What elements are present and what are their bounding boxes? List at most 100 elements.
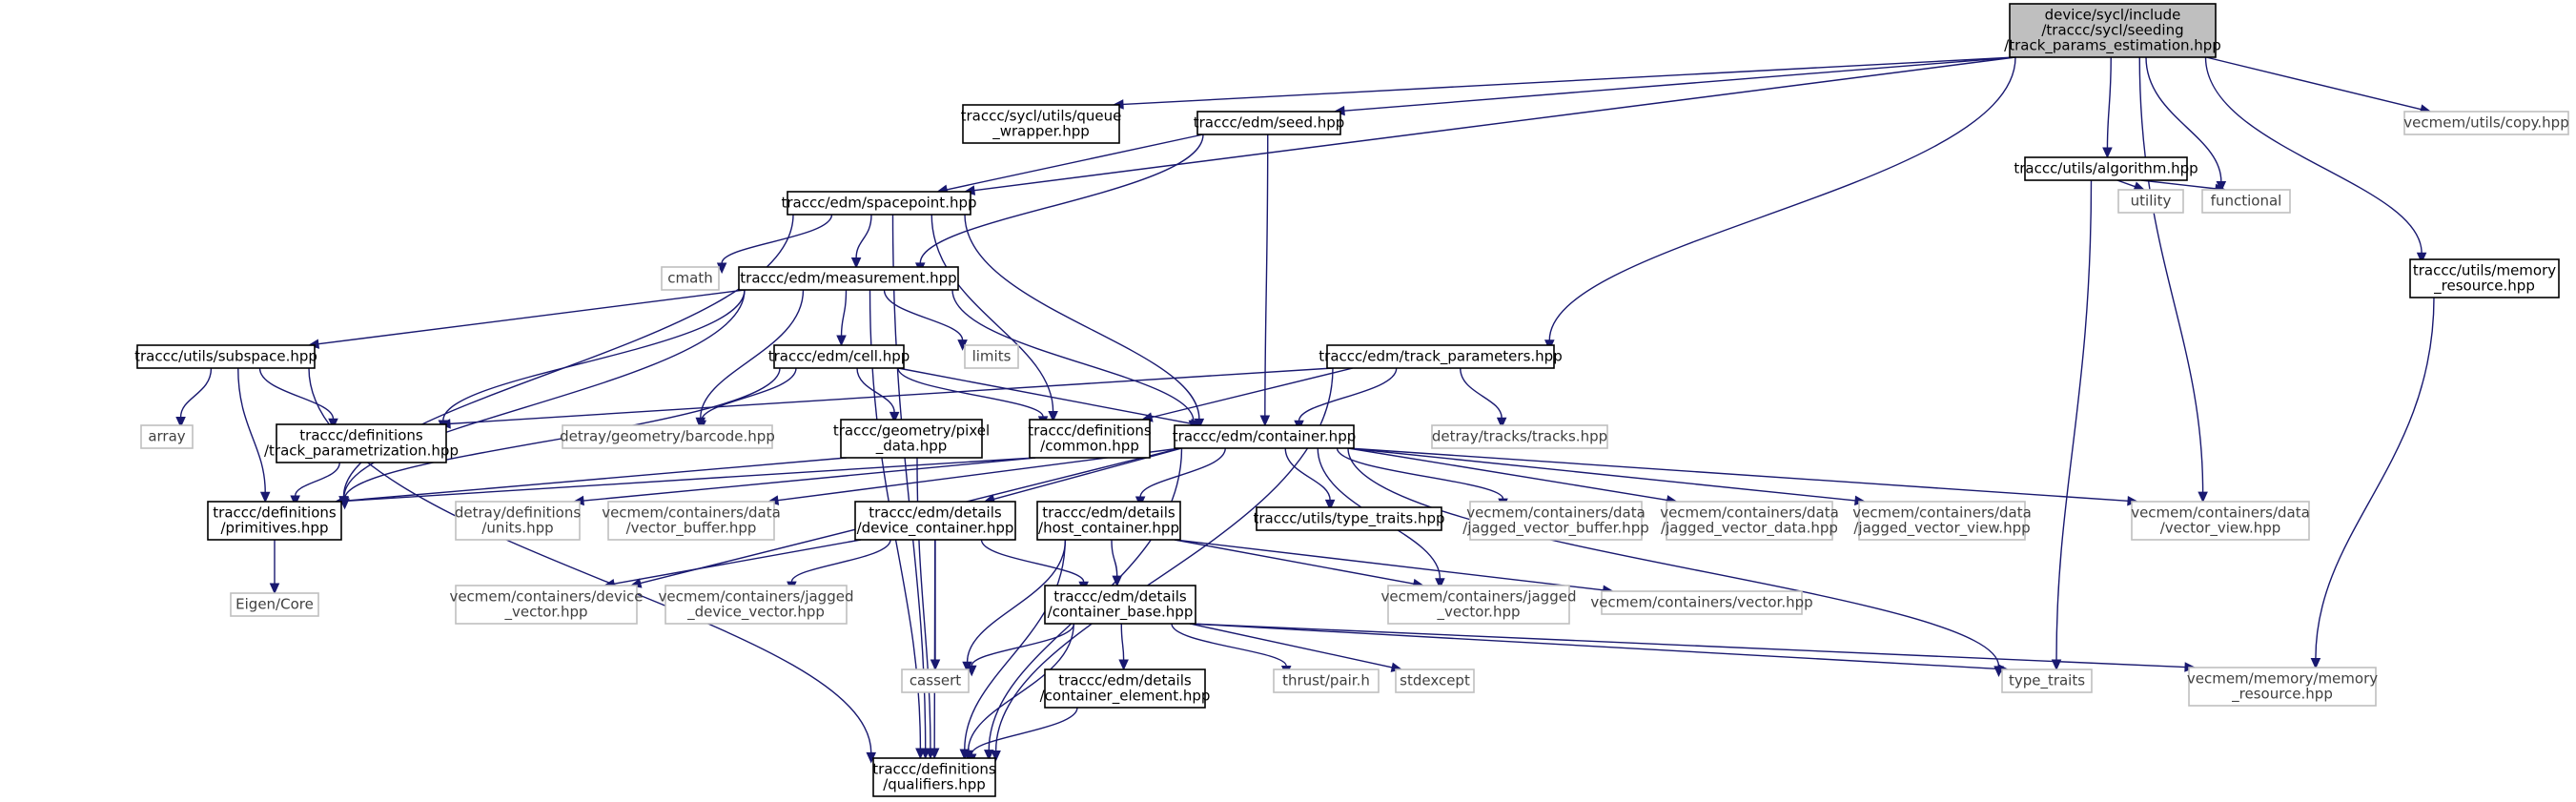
edge-line bbox=[1298, 367, 1398, 422]
file-node-label: detray/geometry/barcode.hpp bbox=[560, 428, 775, 445]
file-node-memory-resource-local[interactable]: traccc/utils/memory_resource.hpp bbox=[2409, 258, 2560, 298]
file-node-barcode[interactable]: detray/geometry/barcode.hpp bbox=[560, 424, 775, 449]
file-node-box bbox=[854, 501, 1016, 541]
file-node-label: device/sycl/include bbox=[2045, 7, 2181, 24]
file-node-pixel-data[interactable]: traccc/geometry/pixel_data.hpp bbox=[833, 419, 990, 459]
file-node-jagged-vector[interactable]: vecmem/containers/jagged_vector.hpp bbox=[1381, 585, 1577, 625]
file-node-box bbox=[2001, 668, 2093, 693]
file-node-vecmem-vector[interactable]: vecmem/containers/vector.hpp bbox=[1590, 590, 1813, 615]
edge-line bbox=[2315, 297, 2435, 659]
file-node-label: /traccc/sycl/seeding bbox=[2041, 22, 2183, 39]
file-node-track-parameters[interactable]: traccc/edm/track_parameters.hpp bbox=[1319, 344, 1563, 369]
file-node-label: functional bbox=[2211, 193, 2282, 210]
file-node-label: detray/definitions bbox=[455, 504, 582, 522]
file-node-label: traccc/edm/details bbox=[869, 504, 1002, 522]
edge-seed-to-container bbox=[1259, 134, 1271, 427]
edge-line bbox=[1336, 447, 1504, 500]
file-node-utility[interactable]: utility bbox=[2117, 189, 2184, 214]
edge-arrowhead bbox=[2102, 147, 2113, 159]
file-node-box bbox=[1273, 668, 1380, 693]
file-node-primitives[interactable]: traccc/definitions/primitives.hpp bbox=[207, 501, 342, 541]
edge-track-parameters-to-tracks bbox=[1460, 367, 1507, 429]
edge-line bbox=[840, 289, 848, 337]
file-node-jagged-device-vector[interactable]: vecmem/containers/jagged_device_vector.h… bbox=[659, 585, 854, 625]
file-node-algorithm[interactable]: traccc/utils/algorithm.hpp bbox=[2014, 156, 2198, 181]
file-node-units[interactable]: detray/definitions/units.hpp bbox=[455, 501, 582, 541]
edge-measurement-to-cell bbox=[836, 289, 848, 347]
file-node-spacepoint[interactable]: traccc/edm/spacepoint.hpp bbox=[781, 191, 977, 216]
file-node-root[interactable]: device/sycl/include/traccc/sycl/seeding/… bbox=[2004, 3, 2221, 58]
edge-line bbox=[966, 539, 1067, 663]
edge-root-to-memory-resource-local bbox=[2204, 56, 2427, 264]
file-node-jv-buffer[interactable]: vecmem/containers/data/jagged_vector_buf… bbox=[1462, 501, 1649, 541]
file-node-qualifiers[interactable]: traccc/definitions/qualifiers.hpp bbox=[872, 757, 996, 797]
file-node-label: traccc/definitions bbox=[1028, 422, 1152, 440]
file-node-label: traccc/edm/cell.hpp bbox=[768, 348, 910, 365]
file-node-label: vecmem/containers/vector.hpp bbox=[1590, 594, 1812, 611]
file-node-label: /container_base.hpp bbox=[1048, 604, 1194, 622]
file-node-label: thrust/pair.h bbox=[1282, 672, 1370, 689]
file-node-vm-memory-resource[interactable]: vecmem/memory/memory_resource.hpp bbox=[2187, 667, 2378, 707]
file-node-type-traits-local[interactable]: traccc/utils/type_traits.hpp bbox=[1253, 506, 1445, 531]
edge-line bbox=[1347, 447, 2129, 503]
edge-line bbox=[2116, 179, 2136, 188]
edge-line bbox=[721, 214, 833, 264]
file-node-vector-view[interactable]: vecmem/containers/data/vector_view.hpp bbox=[2131, 501, 2310, 541]
file-node-label: /common.hpp bbox=[1040, 438, 1139, 455]
file-node-vector-buffer[interactable]: vecmem/containers/data/vector_buffer.hpp bbox=[602, 501, 781, 541]
edge-line bbox=[964, 539, 1066, 750]
file-node-label: Eigen/Core bbox=[235, 596, 314, 613]
edge-memory-resource-local-to-vm-memory-resource bbox=[2310, 297, 2435, 669]
edge-arrowhead bbox=[966, 665, 977, 677]
file-node-cell[interactable]: traccc/edm/cell.hpp bbox=[768, 344, 910, 369]
file-node-tracks[interactable]: detray/tracks/tracks.hpp bbox=[1431, 424, 1608, 449]
edge-line bbox=[2204, 56, 2423, 254]
file-node-measurement[interactable]: traccc/edm/measurement.hpp bbox=[738, 266, 959, 291]
file-node-subspace[interactable]: traccc/utils/subspace.hpp bbox=[134, 344, 317, 369]
file-node-host-container[interactable]: traccc/edm/details/host_container.hpp bbox=[1036, 501, 1181, 541]
file-node-limits[interactable]: limits bbox=[964, 344, 1019, 369]
file-node-label: vecmem/containers/data bbox=[1852, 504, 2032, 522]
file-node-label: traccc/utils/type_traits.hpp bbox=[1253, 510, 1444, 528]
edge-line bbox=[1139, 447, 1226, 498]
file-node-container-element[interactable]: traccc/edm/details/container_element.hpp bbox=[1040, 668, 1211, 709]
file-node-box bbox=[1196, 111, 1341, 135]
file-node-cmath[interactable]: cmath bbox=[661, 266, 720, 291]
file-node-device-vector[interactable]: vecmem/containers/device_vector.hpp bbox=[449, 585, 644, 625]
edge-spacepoint-to-common bbox=[930, 214, 1058, 422]
edge-device-container-to-device-vector bbox=[603, 539, 862, 589]
file-node-track-parametrization[interactable]: traccc/definitions/track_parametrization… bbox=[264, 423, 459, 463]
file-node-vecmem-copy[interactable]: vecmem/utils/copy.hpp bbox=[2403, 111, 2569, 135]
edge-line bbox=[1460, 367, 1503, 419]
file-node-box bbox=[207, 501, 342, 541]
file-node-device-container[interactable]: traccc/edm/details/device_container.hpp bbox=[854, 501, 1016, 541]
file-node-queue-wrapper[interactable]: traccc/sycl/utils/queue_wrapper.hpp bbox=[961, 104, 1122, 144]
file-node-label: /qualifiers.hpp bbox=[883, 776, 986, 793]
edge-arrowhead bbox=[915, 748, 926, 760]
file-node-container-base[interactable]: traccc/edm/details/container_base.hpp bbox=[1044, 585, 1196, 625]
file-node-functional[interactable]: functional bbox=[2201, 189, 2291, 214]
edge-line bbox=[951, 289, 1195, 422]
file-node-label: /units.hpp bbox=[481, 520, 553, 537]
edge-line bbox=[1548, 56, 2016, 340]
file-node-jv-data[interactable]: vecmem/containers/data/jagged_vector_dat… bbox=[1660, 501, 1839, 541]
file-node-label: cassert bbox=[910, 672, 961, 689]
edge-subspace-to-array bbox=[175, 367, 213, 428]
file-node-thrust-pair[interactable]: thrust/pair.h bbox=[1273, 668, 1380, 693]
file-node-label: traccc/definitions bbox=[872, 761, 996, 778]
file-node-box bbox=[664, 585, 848, 625]
file-node-common[interactable]: traccc/definitions/common.hpp bbox=[1028, 419, 1152, 459]
file-node-type-traits[interactable]: type_traits bbox=[2001, 668, 2093, 693]
file-node-array[interactable]: array bbox=[140, 424, 194, 449]
file-node-label: traccc/definitions bbox=[213, 504, 337, 522]
file-node-container[interactable]: traccc/edm/container.hpp bbox=[1173, 424, 1356, 449]
file-node-cassert[interactable]: cassert bbox=[901, 668, 970, 693]
file-node-box bbox=[840, 419, 983, 459]
file-node-eigen[interactable]: Eigen/Core bbox=[230, 592, 319, 617]
file-node-stdexcept[interactable]: stdexcept bbox=[1395, 668, 1475, 693]
edge-line bbox=[294, 462, 340, 497]
file-node-jv-view[interactable]: vecmem/containers/data/jagged_vector_vie… bbox=[1852, 501, 2032, 541]
edge-line bbox=[2140, 179, 2217, 190]
edge-line bbox=[973, 56, 2016, 192]
file-node-seed[interactable]: traccc/edm/seed.hpp bbox=[1194, 111, 1345, 135]
